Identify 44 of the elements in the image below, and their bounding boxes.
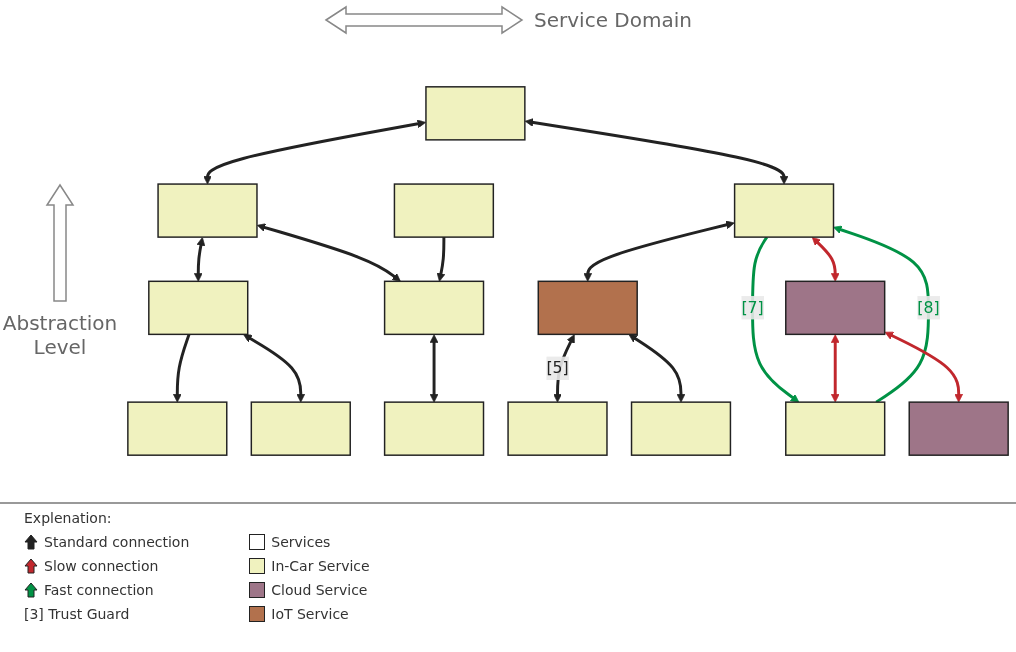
axis-label: Abstraction Level [1,311,119,359]
node-box [537,280,638,336]
node-box [148,280,249,336]
node-box [908,401,1009,456]
arrow [436,237,446,282]
arrow [830,334,840,403]
arrow [811,237,840,282]
node-box [630,401,732,456]
legend-text: IoT Service [271,606,349,622]
arrow [833,225,930,404]
arrow [524,118,789,185]
node-box [383,401,485,456]
legend-text: [3] Trust Guard [24,606,130,622]
arrow [243,334,306,403]
arrow [193,237,206,282]
legend-text: Standard connection [44,534,190,550]
node-box [733,183,835,238]
legend-text: Cloud Service [271,582,368,598]
arrow [256,223,401,282]
arrow [628,334,686,403]
node-box [393,183,495,238]
legend-text: In-Car Service [271,558,370,574]
arrow [583,220,735,282]
node-box [250,401,351,456]
arrow [429,334,439,403]
axis-label: Service Domain [534,8,692,32]
node-box [127,401,228,456]
node-box [507,401,608,456]
node-box [425,86,526,141]
edge-label: [7] [741,298,764,317]
arrow [751,236,800,403]
legend-heading: Explenation: [24,510,113,526]
edge-label: [8] [917,298,940,317]
node-box [157,183,258,238]
node-box [785,401,886,456]
edge-label: [5] [546,358,569,378]
legend-text: Slow connection [44,558,159,574]
arrow [173,333,191,403]
legend-text: Fast connection [44,582,154,598]
node-box [383,280,485,336]
legend-text: Services [271,534,331,550]
arrow [884,331,963,403]
arrow [203,119,426,185]
node-box [785,280,886,336]
